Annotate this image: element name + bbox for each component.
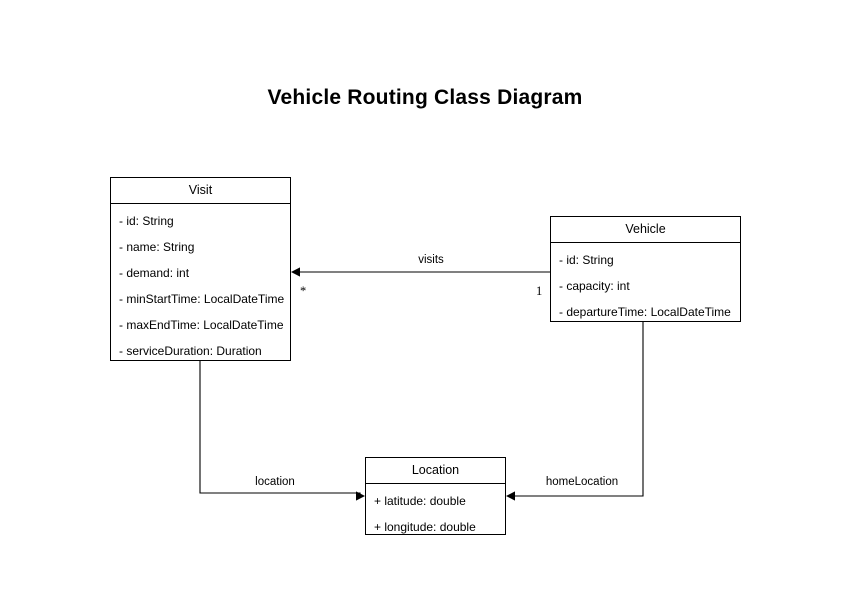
- page-title: Vehicle Routing Class Diagram: [267, 86, 583, 109]
- uml-attribute: + latitude: double: [374, 494, 466, 508]
- uml-attribute: - id: String: [559, 253, 614, 267]
- arrowhead-visits: [291, 267, 300, 277]
- relationship-line-homeLocation[interactable]: [511, 322, 644, 497]
- uml-attribute: - departureTime: LocalDateTime: [559, 305, 731, 319]
- uml-class-vehicle[interactable]: Vehicle - id: String - capacity: int - depa…: [550, 216, 741, 322]
- uml-attribute: - serviceDuration: Duration: [119, 344, 262, 358]
- arrowhead-location: [356, 491, 365, 501]
- uml-attributes-vehicle: - id: String - capacity: int - departureTi…: [551, 243, 740, 329]
- uml-attributes-location: + latitude: double + longitude: double: [366, 484, 505, 544]
- uml-attribute: - name: String: [119, 240, 195, 254]
- arrowhead-homeLocation: [506, 491, 515, 501]
- uml-attribute: - minStartTime: LocalDateTime: [119, 292, 285, 306]
- uml-attribute: - maxEndTime: LocalDateTime: [119, 318, 284, 332]
- uml-class-name-location: Location: [366, 458, 505, 484]
- uml-class-location[interactable]: Location + latitude: double + longitude: d…: [365, 457, 506, 535]
- relationship-label-location: location: [255, 476, 295, 488]
- uml-attribute: - demand: int: [119, 266, 190, 280]
- uml-attribute: + longitude: double: [374, 520, 476, 534]
- uml-attributes-visit: - id: String - name: String - demand: int -…: [111, 204, 290, 368]
- multiplicity-source-visits: 1: [536, 284, 543, 298]
- uml-class-visit[interactable]: Visit - id: String - name: String - demand:…: [110, 177, 291, 361]
- multiplicity-target-visits: *: [300, 284, 307, 298]
- relationship-label-homeLocation: homeLocation: [545, 476, 619, 488]
- uml-class-name-visit: Visit: [111, 178, 290, 204]
- relationship-label-visits: visits: [418, 254, 444, 266]
- uml-attribute: - id: String: [119, 214, 174, 228]
- uml-class-name-vehicle: Vehicle: [551, 217, 740, 243]
- uml-attribute: - capacity: int: [559, 279, 630, 293]
